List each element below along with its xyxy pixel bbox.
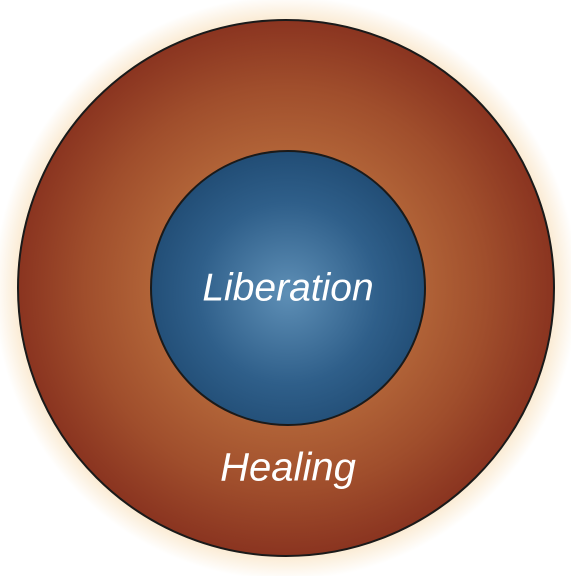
inner-circle-liberation <box>150 150 426 426</box>
outer-label: Healing <box>220 446 356 490</box>
inner-label: Liberation <box>202 266 373 309</box>
